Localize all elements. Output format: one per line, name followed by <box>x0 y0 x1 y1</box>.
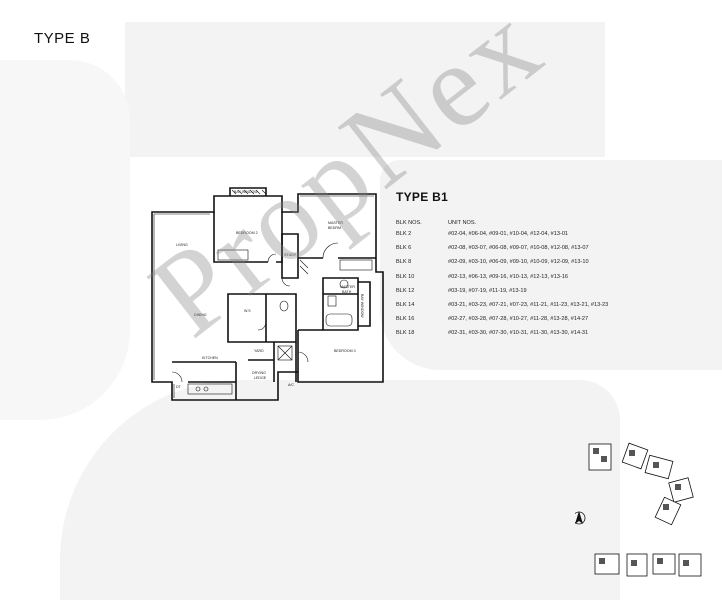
page-title: TYPE B <box>34 30 91 47</box>
master-bedroom-label-2: BEDRM <box>328 226 341 230</box>
unit-number-table: BLK NOS. UNIT NOS. BLK 2 #02-04, #06-04, … <box>396 220 608 345</box>
north-arrow-icon <box>575 511 586 525</box>
background-strip-left <box>0 60 130 420</box>
units-cell: #02-08, #03-07, #06-08, #09-07, #10-08, … <box>448 245 589 252</box>
master-bedroom-label-1: MASTER <box>328 221 343 225</box>
dt-label: DT <box>176 385 182 389</box>
units-header: UNIT NOS. <box>448 220 477 226</box>
table-row: BLK 12 #03-19, #07-19, #11-19, #13-19 <box>396 288 608 302</box>
blk-cell: BLK 16 <box>396 316 415 323</box>
units-cell: #02-31, #03-30, #07-30, #10-31, #11-30, … <box>448 330 589 337</box>
dining-label: DINING <box>194 313 207 317</box>
drying-ledge-label-2: LEDGE <box>254 376 267 380</box>
study-label: STUDY <box>284 253 297 257</box>
living-label: LIVING <box>176 243 188 247</box>
bay-window-top-label: BAY WINDOW <box>234 190 258 194</box>
master-bath-label-2: BATH <box>342 290 352 294</box>
blk-cell: BLK 14 <box>396 301 415 308</box>
table-row: BLK 8 #02-09, #03-10, #06-09, #09-10, #10… <box>396 259 608 273</box>
units-cell: #02-13, #06-13, #09-16, #10-13, #12-13, … <box>448 273 569 280</box>
table-row: BLK 2 #02-04, #06-04, #09-01, #10-04, #12… <box>396 231 608 245</box>
ac-ledge-label: A/C <box>288 383 294 387</box>
master-bath-label-1: MASTER <box>340 285 355 289</box>
blk-cell: BLK 10 <box>396 273 415 280</box>
kitchen-label: KITCHEN <box>202 356 218 360</box>
blk-cell: BLK 18 <box>396 330 415 337</box>
bedroom3-label: BEDROOM 3 <box>334 349 356 353</box>
blk-cell: BLK 12 <box>396 287 415 294</box>
table-row: BLK 6 #02-08, #03-07, #06-08, #09-07, #10… <box>396 245 608 259</box>
bedroom2-label: BEDROOM 2 <box>236 231 258 235</box>
table-row: BLK 10 #02-13, #06-13, #09-16, #10-13, #1… <box>396 274 608 288</box>
blk-cell: BLK 6 <box>396 245 412 252</box>
units-cell: #02-09, #03-10, #06-09, #09-10, #10-09, … <box>448 259 589 266</box>
bay-window-side-label: BAY WINDOW <box>360 294 364 318</box>
blk-cell: BLK 8 <box>396 259 412 266</box>
table-row: BLK 18 #02-31, #03-30, #07-30, #10-31, #1… <box>396 330 608 344</box>
units-cell: #03-19, #07-19, #11-19, #13-19 <box>448 287 527 294</box>
yard-label: YARD <box>254 349 264 353</box>
background-blob-bottom <box>60 380 620 600</box>
units-cell: #02-27, #03-28, #07-28, #10-27, #11-28, … <box>448 316 589 323</box>
floor-plan: BAY WINDOW BEDROOM 2 LIVING STUDY MASTER… <box>151 187 384 401</box>
site-key-plan <box>575 442 702 577</box>
wc-label: W.S <box>244 309 251 313</box>
drying-ledge-label-1: DRYING <box>252 371 266 375</box>
background-panel-top <box>125 22 605 157</box>
blk-cell: BLK 2 <box>396 231 412 237</box>
units-cell: #02-04, #06-04, #09-01, #10-04, #12-04, … <box>448 231 569 237</box>
blk-header: BLK NOS. <box>396 220 422 226</box>
background-panel-right <box>380 160 722 370</box>
table-row: BLK 16 #02-27, #03-28, #07-28, #10-27, #1… <box>396 316 608 330</box>
unit-type-heading: TYPE B1 <box>396 190 449 204</box>
units-cell: #03-21, #03-23, #07-21, #07-23, #11-21, … <box>448 301 609 308</box>
table-row: BLK 14 #03-21, #03-23, #07-21, #07-23, #1… <box>396 302 608 316</box>
